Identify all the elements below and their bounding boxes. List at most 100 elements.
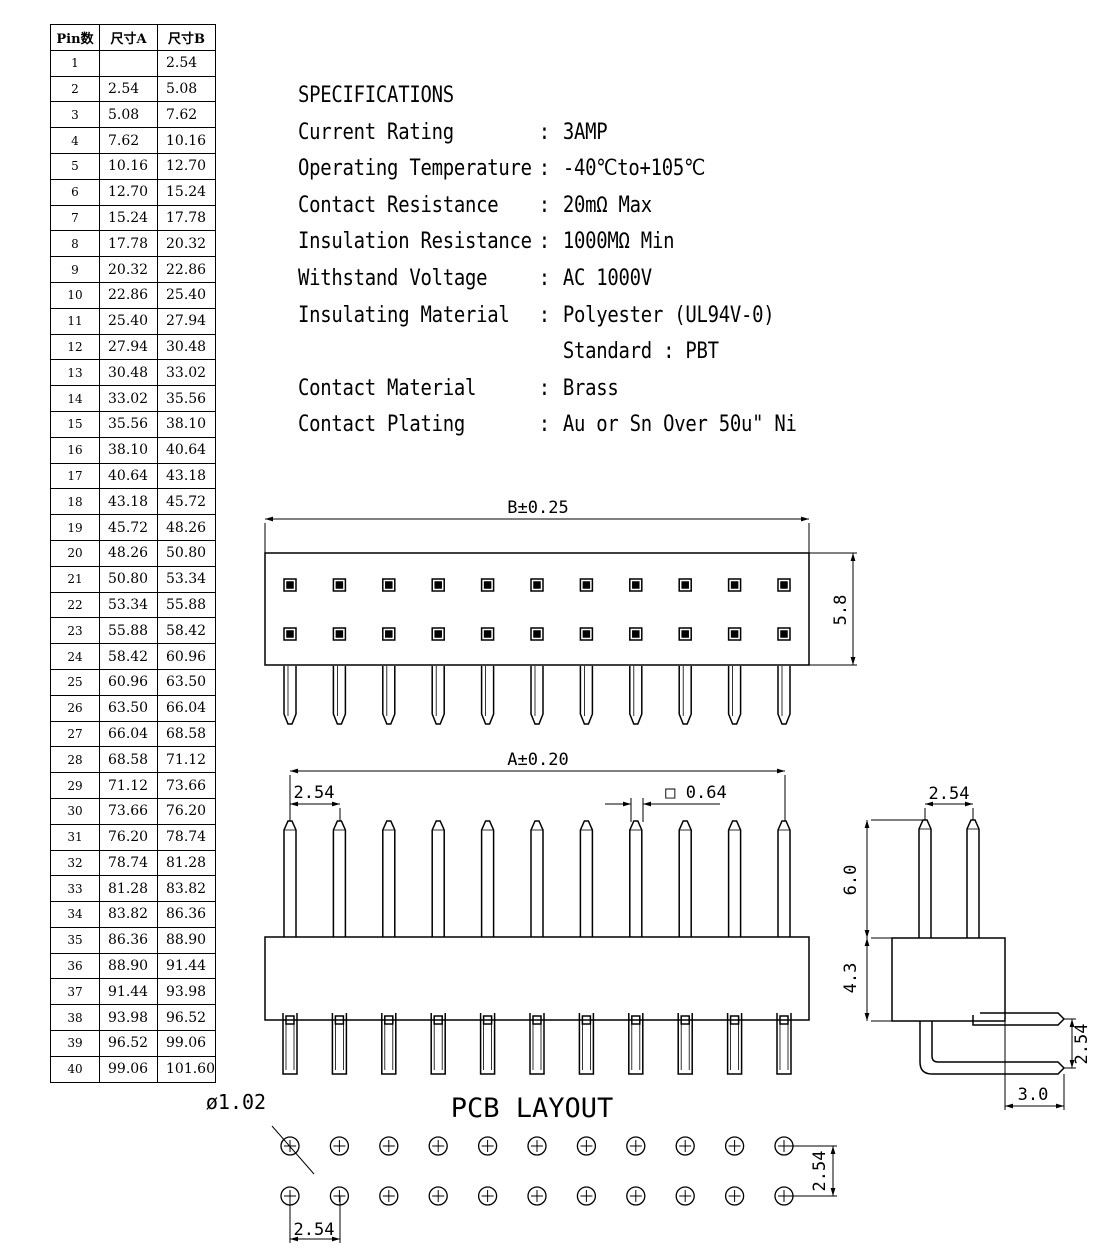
size-a-cell: 88.90 — [99, 952, 158, 980]
spec-label: Withstand Voltage — [298, 265, 488, 291]
contact-pin-square — [335, 630, 344, 638]
contact-hole — [579, 627, 594, 641]
size-b-cell: 15.24 — [157, 178, 216, 206]
pin-upper — [332, 820, 347, 937]
pin-upper — [283, 820, 297, 937]
spec-separator: : — [538, 375, 550, 401]
spec-separator: : — [538, 192, 550, 218]
spec-value: Polyester (UL94V-0) — [562, 302, 775, 328]
pin-lower-shoulder — [532, 1015, 542, 1025]
pin-tail — [579, 666, 594, 725]
spec-label: Contact Resistance — [298, 192, 499, 218]
pin-lower-shoulder — [680, 1015, 690, 1025]
pin-count-cell: 16 — [50, 436, 100, 464]
size-b-cell: 96.52 — [157, 1004, 216, 1032]
pin-count-cell: 39 — [50, 1030, 100, 1057]
spec-separator: : — [538, 265, 550, 291]
pin-upper — [777, 820, 791, 937]
pin-lower — [726, 1013, 743, 1075]
pin-count-cell: 13 — [50, 359, 100, 387]
spec-row: Operating Temperature:-40℃to+105℃ — [298, 151, 797, 188]
pin-tail — [629, 666, 643, 725]
size-b-cell: 53.34 — [157, 565, 216, 593]
pin-tail — [382, 666, 396, 725]
spec-label: Operating Temperature — [298, 156, 532, 182]
size-a-cell: 68.58 — [99, 746, 158, 774]
contact-hole — [431, 578, 445, 592]
dim-a-width: A±0.20 — [507, 750, 568, 770]
contact-pin-square — [335, 581, 344, 589]
spec-label: Contact Plating — [298, 412, 466, 438]
size-b-cell: 63.50 — [157, 668, 216, 696]
pcb-hole — [477, 1186, 498, 1206]
size-b-cell: 73.66 — [157, 772, 216, 799]
contact-hole — [777, 578, 791, 592]
size-a-cell: 2.54 — [99, 75, 158, 103]
dim-tail-length: 3.0 — [1018, 1085, 1049, 1105]
pin-count-cell: 19 — [50, 514, 100, 541]
contact-pin-square — [632, 581, 640, 589]
housing-top-outline — [264, 552, 810, 666]
contact-hole — [332, 627, 347, 641]
size-b-cell: 30.48 — [157, 333, 216, 361]
contact-pin-square — [780, 630, 788, 638]
spec-value: AC 1000V — [562, 265, 652, 291]
contact-hole — [283, 627, 297, 641]
header-pin-count: Pin数 — [50, 24, 100, 51]
size-a-cell: 40.64 — [99, 462, 158, 490]
spec-row: Current Rating:3AMP — [298, 115, 797, 152]
pin-count-cell: 4 — [50, 127, 100, 154]
spec-value: 20mΩ Max — [562, 192, 652, 218]
pin-lower — [776, 1013, 792, 1075]
pin-upper — [431, 820, 445, 937]
pin-lower — [282, 1013, 298, 1075]
pcb-hole — [329, 1136, 350, 1156]
size-b-cell: 25.40 — [157, 281, 216, 309]
housing-front-outline — [264, 936, 810, 1021]
contact-pin-square — [730, 630, 739, 638]
contact-hole — [480, 578, 495, 592]
contact-hole — [777, 627, 791, 641]
contact-hole — [678, 578, 692, 592]
contact-pin-square — [681, 630, 689, 638]
size-a-cell: 43.18 — [99, 488, 158, 516]
housing-side-outline — [891, 937, 1006, 1022]
dimension-lines — [264, 516, 1076, 1243]
size-b-cell: 2.54 — [157, 49, 216, 77]
pin-tail — [727, 666, 742, 725]
pin-lower — [677, 1013, 693, 1075]
pin-count-cell: 9 — [50, 256, 100, 283]
contact-pin-square — [533, 581, 541, 589]
pin-lower — [331, 1013, 348, 1075]
spec-value: -40℃to+105℃ — [562, 156, 706, 182]
size-b-cell: 33.02 — [157, 359, 216, 387]
pin-tail — [777, 666, 791, 725]
size-a-cell: 5.08 — [99, 101, 158, 129]
pin-lower-shoulder — [729, 1015, 740, 1025]
size-a-cell: 91.44 — [99, 978, 158, 1006]
size-b-cell: 22.86 — [157, 256, 216, 283]
dim-pcb-row-pitch: 2.54 — [810, 1151, 830, 1192]
pin-upper — [530, 820, 544, 937]
size-a-cell: 99.06 — [99, 1055, 158, 1083]
pin-count-cell: 30 — [50, 797, 100, 825]
size-b-cell: 86.36 — [157, 901, 216, 928]
dim-b-width: B±0.25 — [507, 498, 568, 518]
spec-separator: : — [538, 412, 550, 438]
pin-count-cell: 27 — [50, 720, 100, 748]
dim-front-pitch: 2.54 — [294, 783, 335, 803]
contact-hole — [283, 578, 297, 592]
size-b-cell: 101.60 — [157, 1055, 216, 1083]
dim-body-height: 4.3 — [841, 963, 861, 994]
